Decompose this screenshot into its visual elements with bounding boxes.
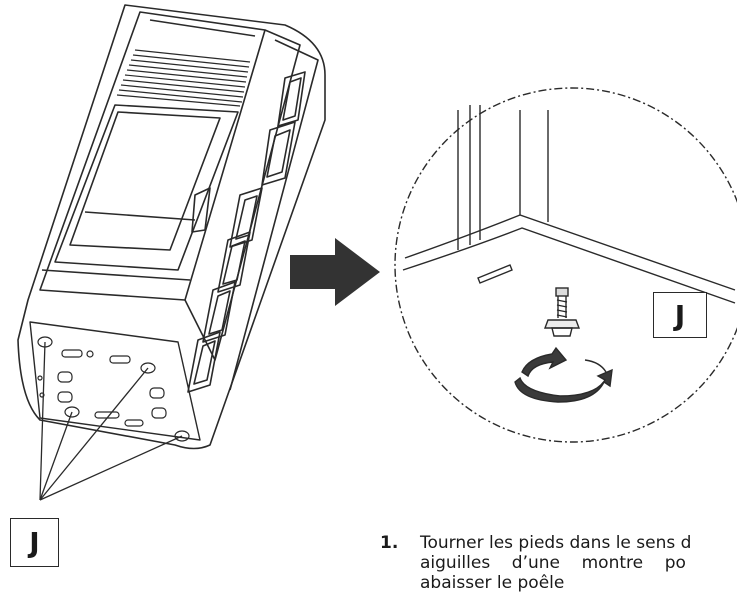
right-arrow-icon — [290, 238, 380, 306]
instruction-line-1: Tourner les pieds dans le sens d — [420, 533, 692, 553]
step-number: 1. — [380, 533, 399, 553]
grille — [116, 49, 251, 107]
rotate-arrows-icon — [514, 346, 613, 403]
callout-label-j-right: J — [653, 292, 707, 338]
instruction-line-3: abaisser le poêle — [420, 573, 565, 593]
leader-lines — [39, 341, 183, 501]
instruction-line-2: aiguilles d’une montre po — [420, 553, 686, 573]
detail-circle — [394, 87, 737, 443]
stove-illustration — [17, 4, 326, 450]
bottom-plate-holes — [37, 336, 190, 442]
adjustable-foot — [543, 287, 581, 337]
side-panels — [187, 71, 306, 393]
callout-label-j-left: J — [10, 518, 59, 567]
